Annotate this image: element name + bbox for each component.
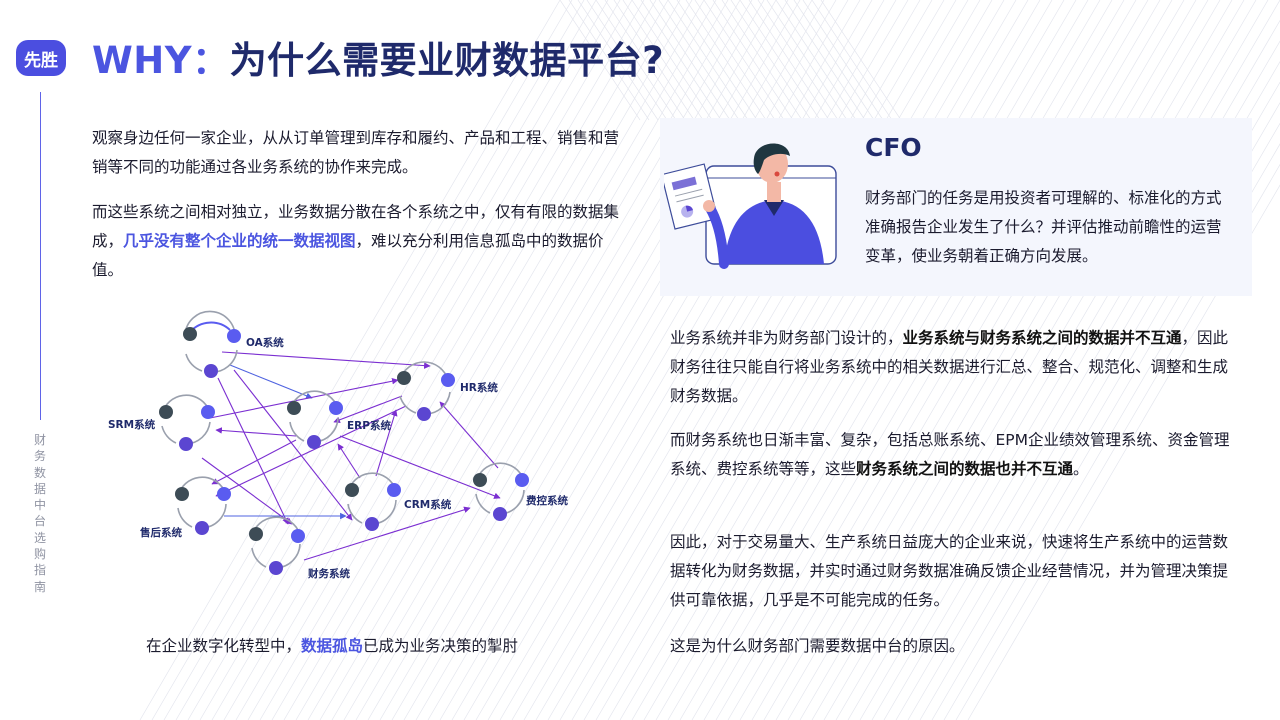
node-expense: 费控系统: [473, 462, 568, 521]
diagram-caption: 在企业数字化转型中，数据孤岛已成为业务决策的掣肘: [146, 634, 518, 656]
arrow-crm-hr: [375, 409, 398, 477]
rp1-text-c: ，因此财务往往只能自行将业务系统中的相关数据进行汇总、整合、规范化、调整和生成财…: [670, 329, 1229, 405]
arrow-crm-erp: [337, 443, 361, 479]
side-divider: [40, 92, 41, 420]
rp2-text-c: 。: [1073, 460, 1089, 478]
arrow-expense-hr: [439, 401, 499, 469]
caption-text-b: 已成为业务决策的掣肘: [363, 637, 519, 655]
node-finance: 财务系统: [249, 516, 350, 580]
label-srm: SRM系统: [108, 418, 156, 431]
label-expense: 费控系统: [526, 494, 568, 507]
silo-text-a: 而这些系统之间相对独立，业务数据分散在各个系统之中，仅有有限的数据集成，: [92, 203, 620, 250]
arrow-srm-hr: [209, 377, 399, 419]
cfo-title: CFO: [865, 133, 922, 162]
cfo-description: 财务部门的任务是用投资者可理解的、标准化的方式准确报告企业发生了什么？并评估推动…: [865, 189, 1222, 265]
label-oa: OA系统: [246, 336, 284, 349]
right-paragraph-1: 业务系统并非为财务部门设计的，业务系统与财务系统之间的数据并不互通，因此财务往往…: [670, 324, 1230, 411]
node-aftersales: 售后系统: [140, 476, 231, 539]
page-title: WHY：为什么需要业财数据平台?: [92, 30, 664, 84]
silo-text-b: ，难以充分利用信息孤岛中的数据价值。: [92, 232, 604, 279]
arrow-erp-expense: [339, 435, 501, 499]
right-paragraph-2: 而财务系统也日渐丰富、复杂，包括总账系统、EPM企业绩效管理系统、资金管理系统、…: [670, 426, 1230, 484]
arrow-finance-expense: [303, 506, 471, 561]
title-main: 为什么需要业财数据平台?: [229, 39, 665, 82]
caption-text-a: 在企业数字化转型中，: [146, 637, 302, 655]
node-erp: ERP系统: [287, 390, 391, 449]
silo-paragraph: 而这些系统之间相对独立，业务数据分散在各个系统之中，仅有有限的数据集成，几乎没有…: [92, 198, 622, 285]
label-crm: CRM系统: [404, 498, 452, 511]
arrow-oa-hr: [221, 351, 431, 369]
right-paragraph-4: 这是为什么财务部门需要数据中台的原因。: [670, 637, 965, 655]
system-network-diagram: OA系统 HR系统 SRM系统 ERP系统 CRM系统 费控系统: [108, 310, 568, 580]
node-hr: HR系统: [397, 361, 498, 421]
intro-paragraph: 观察身边任何一家企业，从从订单管理到库存和履约、产品和工程、销售和营销等不同的功…: [92, 129, 620, 176]
arrow-hr-erp: [333, 395, 403, 423]
arrow-srm-finance: [201, 457, 293, 525]
cfo-illustration: [664, 143, 837, 269]
arrow-hr-aftersales: [215, 405, 407, 497]
label-finance: 财务系统: [307, 567, 350, 580]
node-srm: SRM系统: [108, 394, 215, 451]
label-hr: HR系统: [460, 381, 498, 394]
arrow-erp-srm: [215, 427, 297, 437]
silo-highlight: 几乎没有整个企业的统一数据视图: [123, 232, 356, 250]
right-paragraph-3: 因此，对于交易量大、生产系统日益庞大的企业来说，快速将生产系统中的运营数据转化为…: [670, 533, 1229, 609]
brand-logo: 先胜: [16, 40, 66, 76]
rp2-bold: 财务系统之间的数据也并不互通: [856, 460, 1074, 478]
label-erp: ERP系统: [347, 419, 391, 432]
arrow-oa-erp: [229, 364, 313, 399]
rp1-bold: 业务系统与财务系统之间的数据并不互通: [902, 329, 1182, 347]
caption-highlight: 数据孤岛: [301, 637, 364, 655]
arrow-erp-aftersales: [211, 439, 297, 485]
label-aftersales: 售后系统: [140, 526, 182, 539]
title-prefix: WHY：: [92, 39, 230, 82]
side-label: 财务数据中台选购指南: [33, 433, 46, 594]
node-crm: CRM系统: [345, 472, 452, 531]
rp2-text-a: 而财务系统也日渐丰富、复杂，包括总账系统、EPM企业绩效管理系统、资金管理系统、…: [670, 431, 1230, 478]
node-oa: OA系统: [183, 310, 284, 378]
arrow-oa-finance: [217, 377, 289, 525]
arrow-oa-crm: [233, 369, 353, 521]
rp1-text-a: 业务系统并非为财务部门设计的，: [670, 329, 903, 347]
